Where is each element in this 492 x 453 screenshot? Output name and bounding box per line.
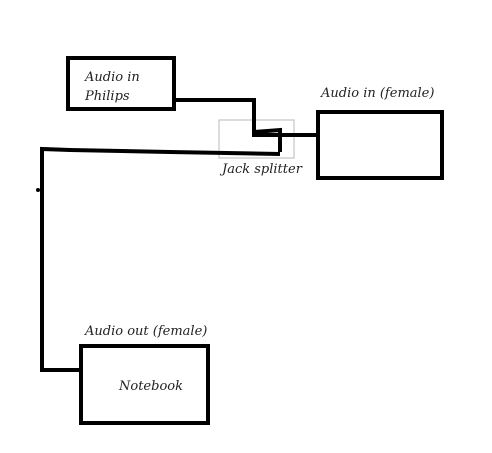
philips-box-label-line2: Philips xyxy=(84,89,130,104)
jack-splitter-outline xyxy=(218,119,295,159)
splitter-junction xyxy=(253,127,282,152)
cable-bend-dot xyxy=(36,188,40,192)
notebook-cable xyxy=(40,146,281,372)
notebook-box xyxy=(79,344,210,425)
jack-splitter-label: Jack splitter xyxy=(219,162,303,177)
audio-out-female-label: Audio out (female) xyxy=(84,324,207,339)
audio-in-female-box xyxy=(316,110,444,180)
philips-audio-in-box xyxy=(66,56,176,111)
philips-cable xyxy=(174,98,316,137)
philips-box-label-line1: Audio in xyxy=(84,70,140,85)
notebook-label: Notebook xyxy=(118,379,183,394)
audio-in-female-label: Audio in (female) xyxy=(320,86,434,101)
